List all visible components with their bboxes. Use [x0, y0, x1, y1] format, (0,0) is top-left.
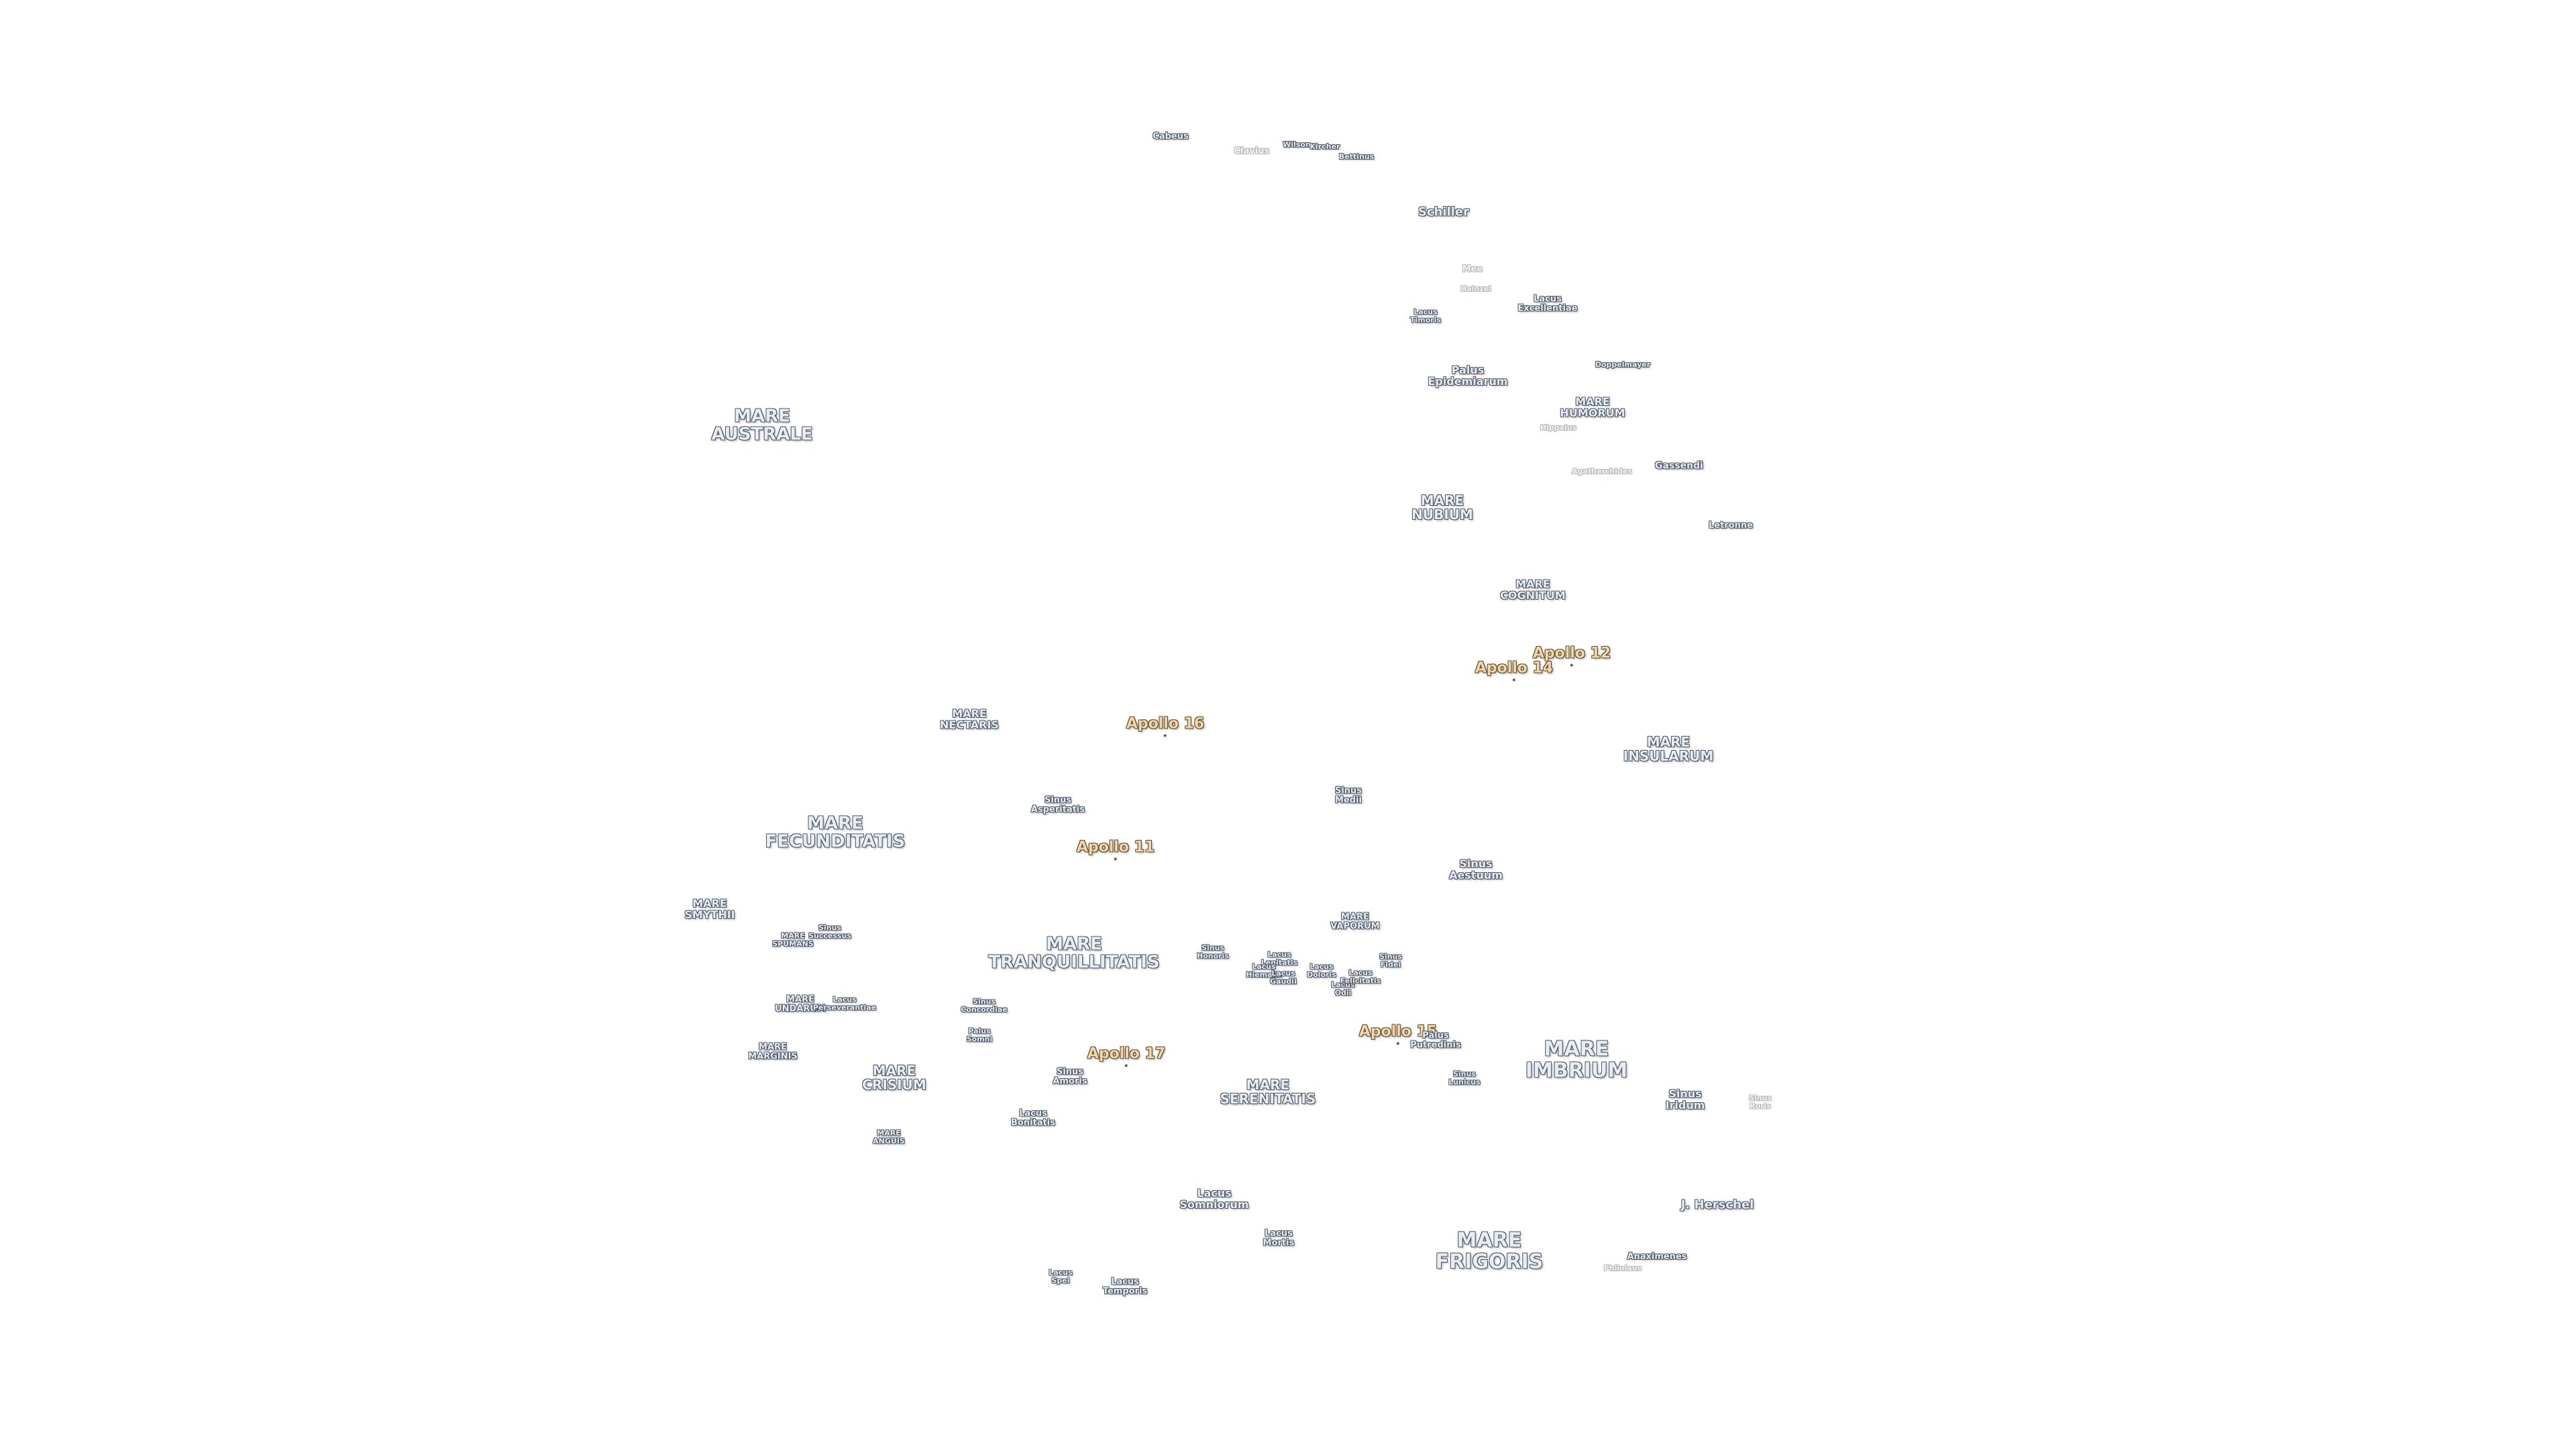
- label-mare-smythii: MARE SMYTHII: [684, 897, 735, 921]
- label-mare-tranquillitatis: MARE TRANQUILLITATIS: [988, 934, 1160, 973]
- label-lacus-bonitatis: Lacus Bonitatis: [1011, 1108, 1055, 1128]
- label-palus-putredinis: Palus Putredinis: [1410, 1030, 1461, 1050]
- label-lacus-hiemalis: Lacus Hiemalis: [1246, 962, 1282, 979]
- label-palus-epidemiarum: Palus Epidemiarum: [1428, 364, 1508, 388]
- label-letronne: Letronne: [1709, 521, 1753, 531]
- label-sinus-concordiae: Sinus Concordiae: [961, 997, 1008, 1014]
- label-lacus-spei: Lacus Spei: [1049, 1268, 1073, 1285]
- label-mare-nubium: MARE NUBIUM: [1411, 492, 1473, 523]
- label-mare-marginis: MARE MARGINIS: [748, 1042, 798, 1061]
- label-sinus-iridum: Sinus Iridum: [1665, 1087, 1705, 1112]
- label-lacus-temporis: Lacus Temporis: [1102, 1277, 1148, 1296]
- label-mare-anguis: MARE ANGUIS: [873, 1128, 905, 1145]
- label-lacus-odii: Lacus Odii: [1331, 980, 1355, 997]
- label-hippalus: Hippalus: [1540, 423, 1577, 433]
- label-mare-australe: MARE AUSTRALE: [711, 406, 813, 445]
- label-mare-imbrium: MARE IMBRIUM: [1525, 1037, 1628, 1082]
- label-kircher: Kircher: [1309, 142, 1340, 152]
- label-philolaus: Philolaus: [1603, 1264, 1642, 1273]
- label-mare-insularum: MARE INSULARUM: [1623, 734, 1714, 764]
- label-lacus-somniorum: Lacus Somniorum: [1179, 1187, 1249, 1211]
- label-mare-frigoris: MARE FRIGORIS: [1435, 1228, 1544, 1273]
- label-lacus-felicitatis: Lacus Felicitatis: [1340, 968, 1381, 985]
- label-schiller: Schiller: [1417, 205, 1470, 219]
- label-j-herschel: J. Herschel: [1680, 1197, 1754, 1212]
- label-mare-humorum: MARE HUMORUM: [1560, 395, 1625, 419]
- label-lacus-excellentiae: Lacus Excellentiae: [1517, 294, 1578, 313]
- label-mare-nectaris: MARE NECTARIS: [940, 707, 999, 731]
- label-lacus-doloris: Lacus Doloris: [1307, 962, 1336, 979]
- label-bettinus: Bettinus: [1338, 152, 1375, 162]
- label-anaximenes: Anaximenes: [1627, 1252, 1687, 1263]
- label-palus-somni: Palus Somni: [966, 1026, 993, 1043]
- label-mare-undarum: MARE UNDARUM: [775, 994, 826, 1014]
- label-cabeus: Cabeus: [1152, 131, 1189, 142]
- label-sinus-amoris: Sinus Amoris: [1053, 1067, 1087, 1086]
- label-lacus-mortis: Lacus Mortis: [1263, 1228, 1295, 1248]
- label-sinus-medii: Sinus Medii: [1334, 786, 1362, 805]
- label-mare-spumans: MARE SPUMANS: [772, 931, 814, 948]
- label-mee: Mee: [1462, 264, 1483, 275]
- label-apollo-11: Apollo 11: [1076, 839, 1155, 861]
- label-sinus-successus: Sinus Successus: [808, 923, 851, 940]
- label-lacus-timoris: Lacus Timoris: [1409, 307, 1442, 324]
- label-mare-serenitatis: MARE SERENITATIS: [1220, 1077, 1316, 1107]
- label-mare-crisium: MARE CRISIUM: [862, 1063, 926, 1093]
- label-mare-fecunditatis: MARE FECUNDITATIS: [765, 813, 906, 852]
- label-gassendi: Gassendi: [1655, 460, 1703, 472]
- label-sinus-fidei: Sinus Fidei: [1379, 952, 1402, 969]
- label-lacus-gaudii: Lacus Gaudii: [1270, 969, 1297, 985]
- label-apollo-15: Apollo 15: [1358, 1023, 1438, 1045]
- label-lacus-lenitatis: Lacus Lenitatis: [1260, 950, 1298, 967]
- label-lacus-perseverantiae: Lacus Perseverantiae: [812, 995, 877, 1012]
- label-sinus-lunicus: Sinus Lunicus: [1448, 1069, 1481, 1086]
- label-sinus-aestuum: Sinus Aestuum: [1449, 857, 1503, 881]
- label-sinus-asperitatis: Sinus Asperitatis: [1030, 795, 1085, 814]
- label-agatharchides: Agatharchides: [1572, 467, 1632, 476]
- label-wilson: Wilson: [1283, 140, 1311, 150]
- label-sinus-honoris: Sinus Honoris: [1197, 943, 1229, 960]
- label-mare-vaporum: MARE VAPORUM: [1330, 912, 1380, 931]
- label-mare-cognitum: MARE COGNITUM: [1500, 578, 1566, 602]
- label-clavius: Clavius: [1234, 146, 1270, 157]
- label-apollo-16: Apollo 16: [1126, 715, 1205, 737]
- label-apollo-17: Apollo 17: [1087, 1045, 1166, 1067]
- label-doppelmayer: Doppelmayer: [1595, 360, 1651, 370]
- label-sinus-roris: Sinus Roris: [1749, 1093, 1772, 1110]
- label-apollo-14: Apollo 14: [1474, 659, 1554, 682]
- label-hainzel: Hainzel: [1460, 284, 1491, 294]
- label-apollo-12: Apollo 12: [1532, 645, 1611, 667]
